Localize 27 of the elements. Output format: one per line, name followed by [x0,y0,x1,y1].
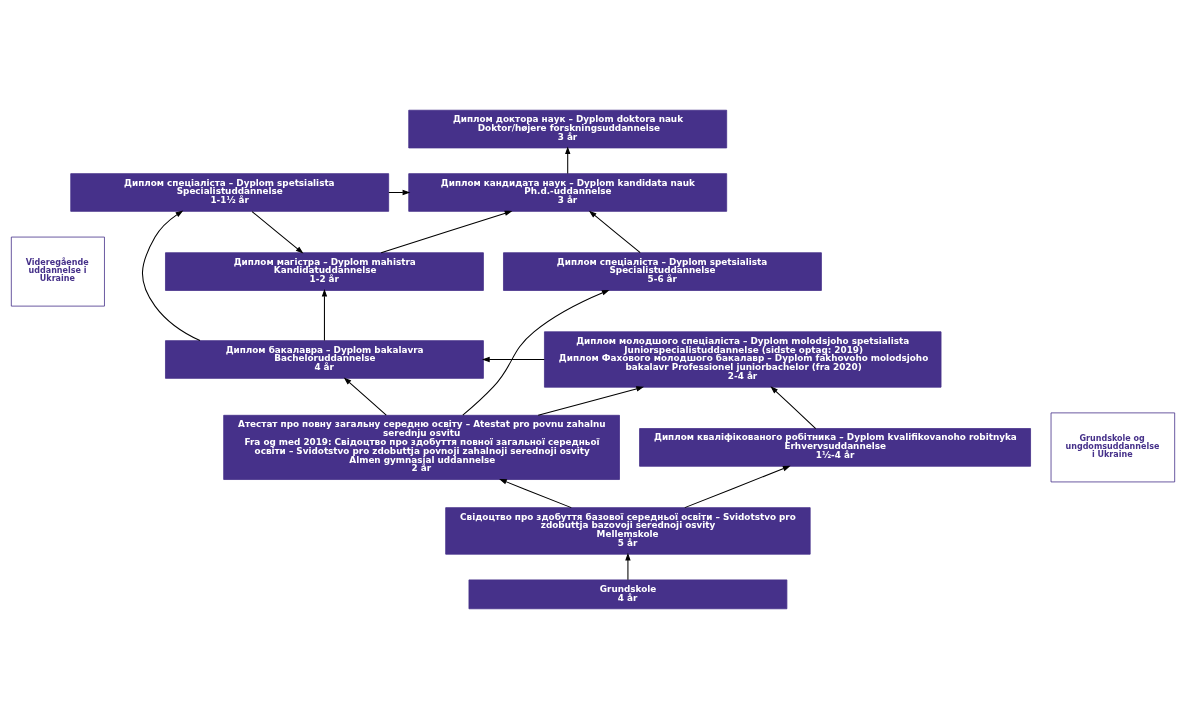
node-box: Диплом молодшого спеціаліста – Dyplom molodsjoho spetsialista Juniorspecialistuddannelse (sidste optag: 2019) Диплом Фахового молодшого бакалавр – Dyplom fakhovoho molodsjoho bakalavr Professionel juniorbachelor (fra 2020) 2-4 år [544,331,942,388]
node-box: Grundskole 4 år [468,579,788,610]
node-box: Диплом доктора наук – Dyplom doktora nauk Doktor/højere forskningsuddannelse 3 år [408,109,728,149]
arrow [770,386,817,430]
node-box: Атестат про повну загальну середню освіту – Atestat pro povnu zahalnu serednju osvitu Fra og med 2019: Свідоцтво про здобуття повної загальної середньої освіти – Svidotstvo pro zdobuttja povnoji zahalnoji serednoji osvity Almen gymnasial uddannelse 2 år [223,414,620,480]
node-box: Диплом кваліфікованого робітника – Dyplom kvalifikovanoho robitnyka Erhvervsuddannelse 1½-4 år [639,428,1031,467]
arrow [684,465,791,509]
node-box: Свідоцтво про здобуття базової середньої освіти – Svidotstvo pro zdobuttja bazovoji serednoji osvity Mellemskole 5 år [445,507,811,555]
arrow [251,211,304,254]
node-box: Диплом кандидата наук – Dyplom kandidata nauk Ph.d.-uddannelse 3 år [408,173,728,212]
node-box: Диплом спеціаліста – Dyplom spetsialista Specialistuddannelse 5-6 år [503,252,822,291]
arrow [380,210,513,254]
node-box: Диплом магістра – Dyplom mahistra Kandidatuddannelse 1-2 år [165,252,484,291]
arrow [565,146,571,174]
arrow [481,356,545,363]
arrow [499,478,572,509]
arrow [141,210,201,342]
arrow [343,377,387,416]
node-box: Диплом бакалавра – Dyplom bakalavra Bacheloruddannelse 4 år [165,340,484,379]
node-box: Grundskole og ungdomsuddannelse i Ukraine [1050,412,1176,483]
arrow [321,288,328,342]
arrow [588,210,641,254]
arrow [537,386,645,416]
arrow [625,552,631,581]
node-box: Videregående uddannelse i Ukraine [10,236,105,307]
arrow [462,289,610,416]
node-box: Диплом спеціаліста – Dyplom spetsialista Specialistuddannelse 1-1½ år [70,173,390,212]
